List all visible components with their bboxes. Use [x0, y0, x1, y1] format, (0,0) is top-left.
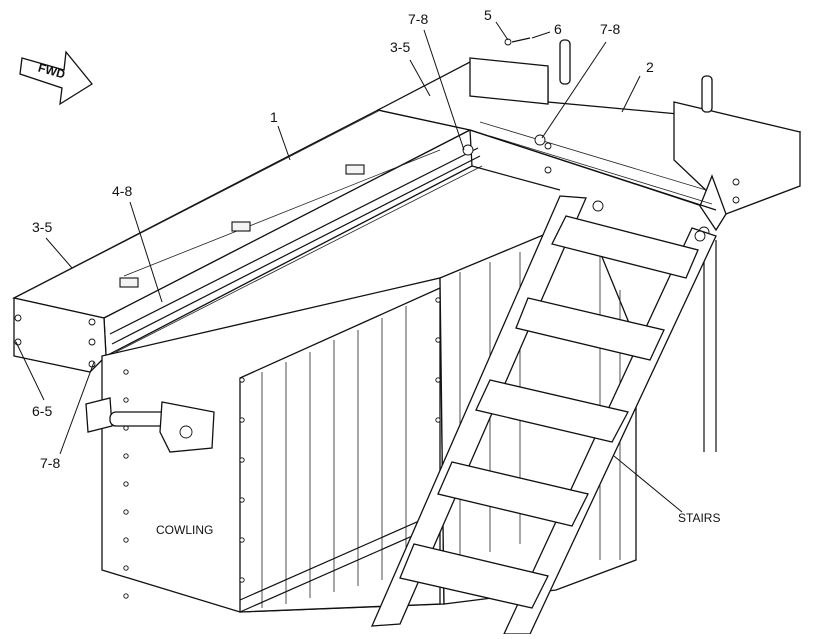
callout-6: 6	[554, 21, 562, 37]
fwd-arrow-icon	[19, 50, 93, 106]
bolt-assembly	[504, 37, 531, 46]
housing-box-1	[12, 102, 483, 373]
callout-7-8-top-left: 7-8	[408, 11, 429, 27]
callout-1: 1	[270, 109, 278, 125]
callout-2: 2	[646, 59, 654, 75]
callout-7-8-bottom: 7-8	[40, 455, 61, 471]
callout-7-8-top-right: 7-8	[600, 21, 621, 37]
callout-4-8: 4-8	[112, 183, 133, 199]
callout-3-5-top: 3-5	[390, 39, 411, 55]
mounting-posts	[559, 39, 717, 452]
cowling	[101, 227, 637, 613]
leader-lines	[15, 21, 683, 513]
callout-3-5-left: 3-5	[32, 219, 53, 235]
housing-box-2	[376, 57, 802, 238]
rivet-row	[123, 297, 441, 599]
hinge-bracket	[85, 397, 215, 453]
stairs	[370, 195, 717, 635]
callout-5: 5	[484, 7, 492, 23]
cowling-label: COWLING	[156, 523, 214, 537]
stairs-label: STAIRS	[678, 511, 721, 525]
callout-6-5: 6-5	[32, 403, 53, 419]
